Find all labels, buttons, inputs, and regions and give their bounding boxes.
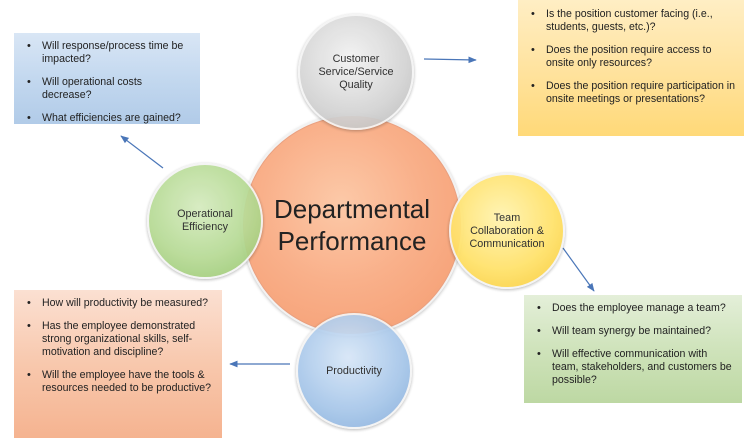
list-item: Will effective communication with team, …	[532, 348, 734, 387]
center-title-line2: Performance	[277, 226, 427, 256]
operational-efficiency-circle: Operational Efficiency	[147, 163, 263, 279]
efficiency-questions-box: Will response/process time be impacted? …	[14, 33, 200, 125]
arrow-team-to-box	[562, 247, 595, 292]
list-item: Does the position require access to onsi…	[526, 44, 736, 70]
departmental-performance-circle: Departmental Performance	[241, 114, 463, 336]
list-item: Does the position require participation …	[526, 80, 736, 106]
circle-label: Productivity	[326, 364, 382, 377]
circle-label: Quality	[339, 78, 373, 91]
list-item: Will operational costs decrease?	[22, 76, 192, 102]
circle-label: Team	[493, 211, 521, 224]
circle-label: Service/Service	[318, 65, 394, 78]
circle-label: Collaboration &	[470, 224, 544, 237]
list-item: What efficiencies are gained?	[22, 112, 192, 125]
list-item: How will productivity be measured?	[22, 297, 214, 310]
arrow-customer-to-box	[423, 56, 477, 64]
productivity-questions-box: How will productivity be measured? Has t…	[14, 290, 222, 438]
list-item: Has the employee demonstrated strong org…	[22, 320, 214, 359]
list-item: Is the position customer facing (i.e., s…	[526, 8, 736, 34]
arrow-operational-to-box	[120, 135, 164, 169]
list-item: Will the employee have the tools & resou…	[22, 369, 214, 395]
list-item: Will response/process time be impacted?	[22, 40, 192, 66]
customer-service-questions-box: Is the position customer facing (i.e., s…	[518, 0, 744, 136]
circle-label: Customer	[332, 52, 380, 65]
team-questions-box: Does the employee manage a team? Will te…	[524, 295, 742, 403]
center-title-line1: Departmental	[273, 194, 431, 224]
team-collaboration-circle: Team Collaboration & Communication	[449, 173, 565, 289]
circle-label: Communication	[469, 237, 545, 250]
productivity-circle: Productivity	[296, 313, 412, 429]
list-item: Does the employee manage a team?	[532, 302, 734, 315]
customer-service-circle: Customer Service/Service Quality	[298, 14, 414, 130]
circle-label: Operational	[177, 208, 233, 220]
circle-label: Efficiency	[181, 221, 228, 233]
list-item: Will team synergy be maintained?	[532, 325, 734, 338]
